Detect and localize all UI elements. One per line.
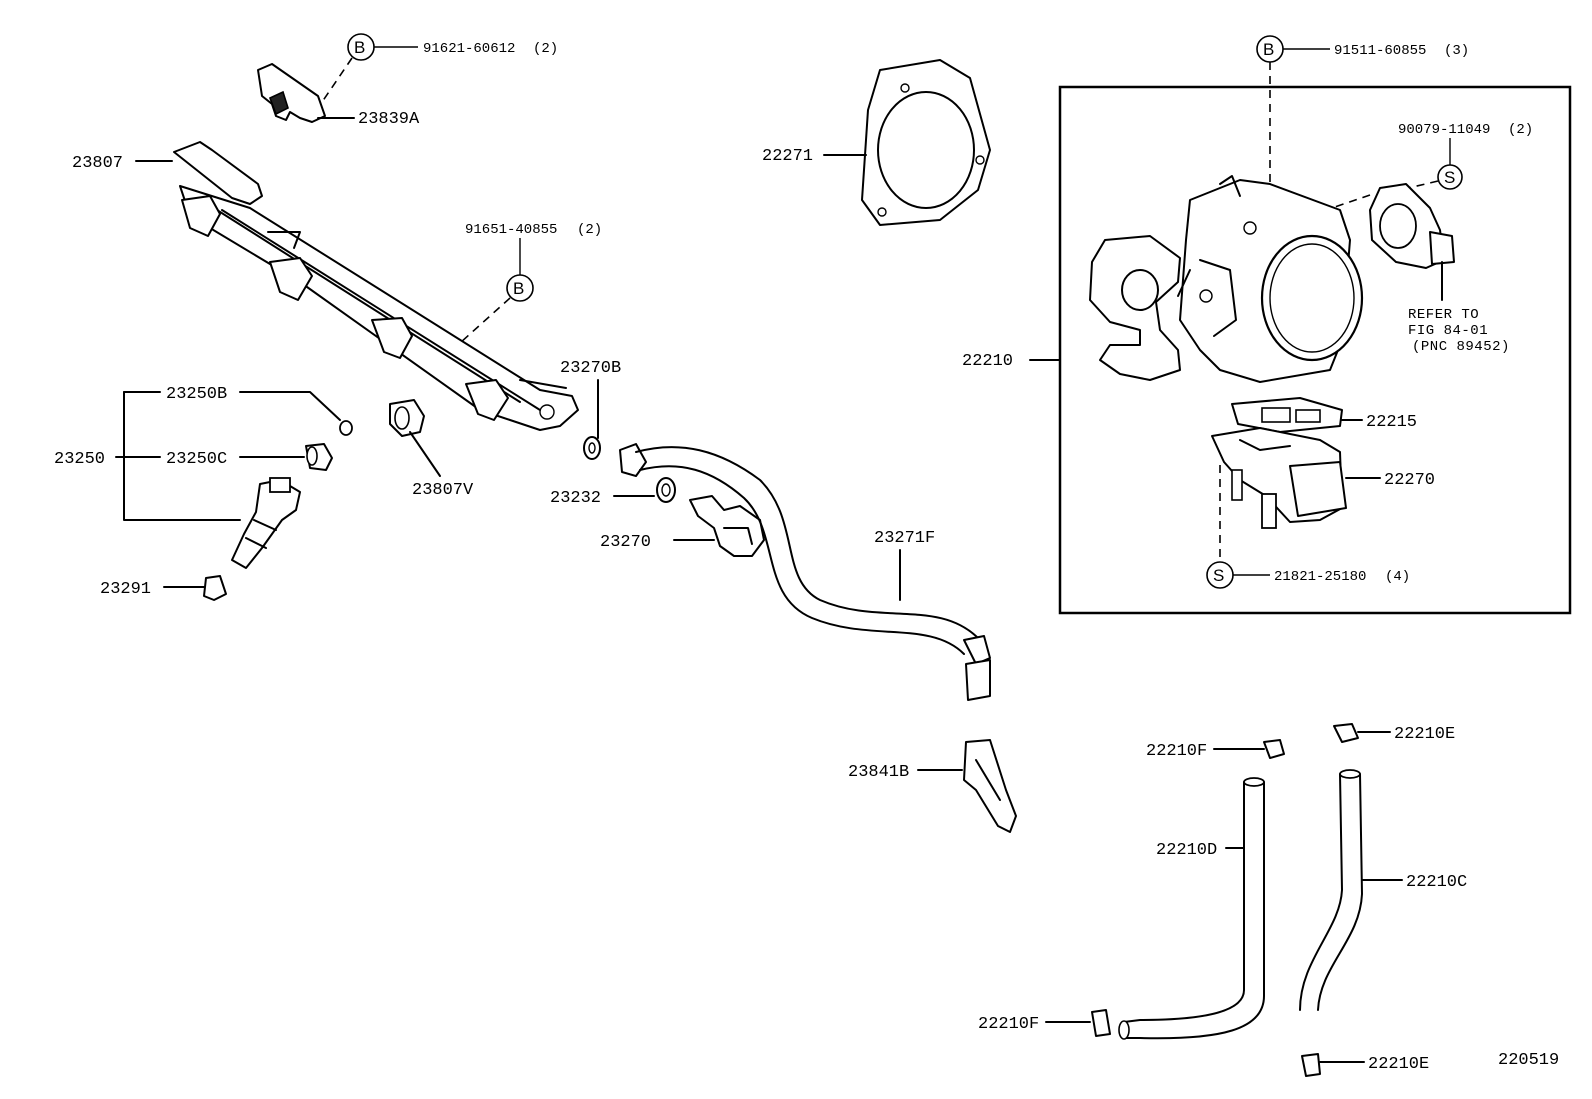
svg-text:23841B: 23841B (848, 763, 909, 782)
svg-text:23270: 23270 (600, 533, 651, 552)
part-23270-pressure-regulator[interactable]: 23270 (600, 495, 765, 557)
part-22210F-hose-clip-bottom[interactable]: 22210F (978, 1009, 1130, 1040)
fastener-callout-90079-11049[interactable]: 90079-11049 (2) S (1319, 122, 1533, 213)
svg-text:S: S (1213, 566, 1224, 585)
svg-text:(2): (2) (1508, 122, 1533, 138)
part-22210E-hose-clip-bottom[interactable]: 22210E (1301, 1053, 1429, 1077)
svg-text:B: B (354, 38, 365, 57)
part-23807-fuel-delivery-pipe[interactable]: 23807 (72, 141, 579, 431)
svg-text:21821-25180: 21821-25180 (1274, 569, 1366, 585)
svg-text:22210F: 22210F (978, 1015, 1039, 1034)
svg-text:22210D: 22210D (1156, 841, 1217, 860)
fastener-callout-91651-40855[interactable]: 91651-40855 (2) B (449, 222, 602, 353)
svg-text:91511-60855: 91511-60855 (1334, 43, 1426, 59)
fuel-injector[interactable] (231, 477, 301, 569)
svg-text:23270B: 23270B (560, 359, 621, 378)
part-22210-throttle-body[interactable]: 22210 (962, 175, 1364, 383)
svg-text:22210E: 22210E (1394, 725, 1455, 744)
svg-text:(2): (2) (577, 222, 602, 238)
part-22271-gasket[interactable]: 22271 (762, 59, 991, 226)
part-23839A-bracket[interactable]: 23839A (257, 63, 420, 129)
svg-text:B: B (513, 279, 524, 298)
svg-text:90079-11049: 90079-11049 (1398, 122, 1490, 138)
svg-text:(2): (2) (533, 41, 558, 57)
part-22210C-hose[interactable]: 22210C (1299, 769, 1467, 1011)
part-23270B-o-ring[interactable]: 23270B (560, 359, 621, 460)
fastener-callout-91511-60855[interactable]: B 91511-60855 (3) (1256, 35, 1469, 228)
svg-text:(4): (4) (1385, 569, 1410, 585)
svg-text:23250: 23250 (54, 450, 105, 469)
svg-text:23232: 23232 (550, 489, 601, 508)
svg-text:23271F: 23271F (874, 529, 935, 548)
part-22270-idle-air-valve[interactable]: 22270 (1211, 427, 1435, 529)
part-23250-injector-assy[interactable]: 23250 (54, 391, 241, 521)
svg-text:(3): (3) (1444, 43, 1469, 59)
svg-text:22210F: 22210F (1146, 742, 1207, 761)
part-22210F-hose-clip-top[interactable]: 22210F (1146, 739, 1285, 761)
svg-text:22210: 22210 (962, 352, 1013, 371)
part-23271F-fuel-hose[interactable]: 23271F (619, 443, 991, 701)
svg-text:B: B (1263, 40, 1274, 59)
throttle-position-sensor[interactable]: REFER TO FIG 84-01 (PNC 89452) (1369, 183, 1510, 355)
part-23841B-clamp[interactable]: 23841B (848, 739, 1017, 833)
part-23250C-insulator[interactable]: 23250C (166, 443, 333, 471)
svg-text:22210C: 22210C (1406, 873, 1467, 892)
svg-text:91651-40855: 91651-40855 (465, 222, 557, 238)
svg-text:(PNC 89452): (PNC 89452) (1412, 339, 1510, 355)
fastener-callout-21821-25180[interactable]: S 21821-25180 (4) (1206, 465, 1410, 589)
svg-text:23807: 23807 (72, 154, 123, 173)
part-22215-gasket[interactable]: 22215 (1231, 397, 1417, 433)
svg-text:23291: 23291 (100, 580, 151, 599)
part-23291-seal[interactable]: 23291 (100, 575, 227, 601)
svg-text:S: S (1444, 168, 1455, 187)
svg-text:REFER TO: REFER TO (1408, 307, 1479, 323)
svg-text:91621-60612: 91621-60612 (423, 41, 515, 57)
svg-text:22215: 22215 (1366, 413, 1417, 432)
part-23232-seal[interactable]: 23232 (550, 477, 676, 508)
svg-text:23250B: 23250B (166, 385, 227, 404)
part-22210D-hose[interactable]: 22210D (1123, 777, 1265, 1040)
svg-text:23250C: 23250C (166, 450, 227, 469)
svg-text:FIG 84-01: FIG 84-01 (1408, 323, 1488, 339)
svg-text:23839A: 23839A (358, 110, 420, 129)
part-22210E-hose-clip-top[interactable]: 22210E (1333, 723, 1455, 744)
svg-text:22271: 22271 (762, 147, 813, 166)
svg-text:22270: 22270 (1384, 471, 1435, 490)
svg-text:22210E: 22210E (1368, 1055, 1429, 1074)
throttle-body-group-box (1058, 85, 1572, 615)
part-23250B-o-ring[interactable]: 23250B (166, 385, 353, 436)
svg-text:23807V: 23807V (412, 481, 474, 500)
figure-code: 220519 (1498, 1051, 1559, 1070)
fastener-callout-91621-60612[interactable]: B 91621-60612 (2) (317, 33, 558, 109)
part-23807V-grommet[interactable]: 23807V (389, 399, 474, 500)
